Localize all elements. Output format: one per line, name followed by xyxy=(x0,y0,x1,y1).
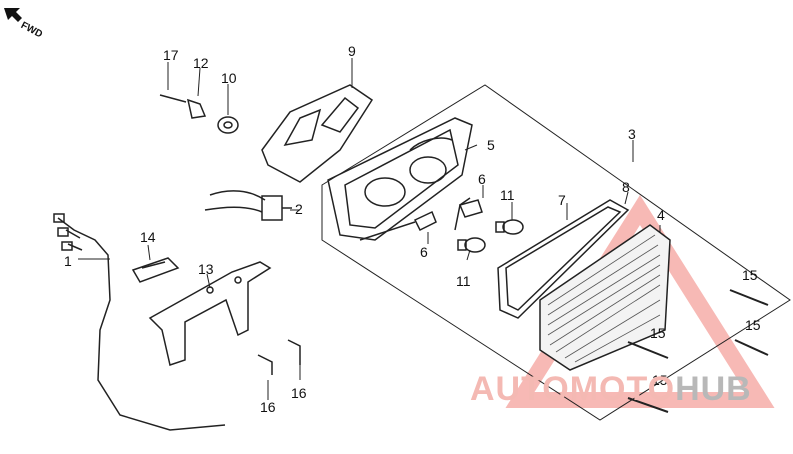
callout-6-top: 6 xyxy=(478,171,486,187)
arrow-icon xyxy=(4,8,22,22)
callout-8: 8 xyxy=(622,179,630,195)
callout-4: 4 xyxy=(657,207,665,223)
callout-12: 12 xyxy=(193,55,209,71)
callout-5: 5 xyxy=(487,137,495,153)
callout-11-top: 11 xyxy=(500,187,515,203)
callout-9: 9 xyxy=(348,43,356,59)
callout-3: 3 xyxy=(628,126,636,142)
assembly-outline xyxy=(321,84,791,421)
socket-part-2 xyxy=(204,190,292,221)
callout-15-d: 15 xyxy=(652,372,668,388)
bulb-part-11 xyxy=(457,219,524,253)
callout-10: 10 xyxy=(221,70,237,86)
watermark-part-2: HUB xyxy=(675,370,752,408)
leader-lines xyxy=(78,58,661,400)
callout-1: 1 xyxy=(64,253,72,269)
harness-part-1 xyxy=(53,213,226,431)
fwd-indicator: FWD xyxy=(2,4,64,44)
callout-15-b: 15 xyxy=(650,325,666,341)
bracket-part-13 xyxy=(148,261,272,366)
callout-15-c: 15 xyxy=(745,317,761,333)
callout-2: 2 xyxy=(295,201,303,217)
callout-16-a: 16 xyxy=(260,399,276,415)
plate-part-14 xyxy=(131,257,180,283)
callout-11-bottom: 11 xyxy=(456,273,471,289)
socket-part-6 xyxy=(359,197,483,241)
watermark: AUTOMOTOHUB xyxy=(470,370,752,409)
callout-13: 13 xyxy=(198,261,214,277)
lens-part-4 xyxy=(539,224,671,371)
callout-15-a: 15 xyxy=(742,267,758,283)
housing-part-5 xyxy=(327,117,473,241)
fasteners xyxy=(159,94,301,375)
callout-17: 17 xyxy=(163,47,179,63)
callout-6-bottom: 6 xyxy=(420,244,428,260)
callout-16-b: 16 xyxy=(291,385,307,401)
gasket-part-9 xyxy=(261,84,374,183)
callout-14: 14 xyxy=(140,229,156,245)
watermark-part-1: AUTOMOTO xyxy=(470,370,676,408)
callout-7: 7 xyxy=(558,192,566,208)
screws-part-15 xyxy=(627,289,769,413)
frame-part-7-8 xyxy=(497,199,630,319)
